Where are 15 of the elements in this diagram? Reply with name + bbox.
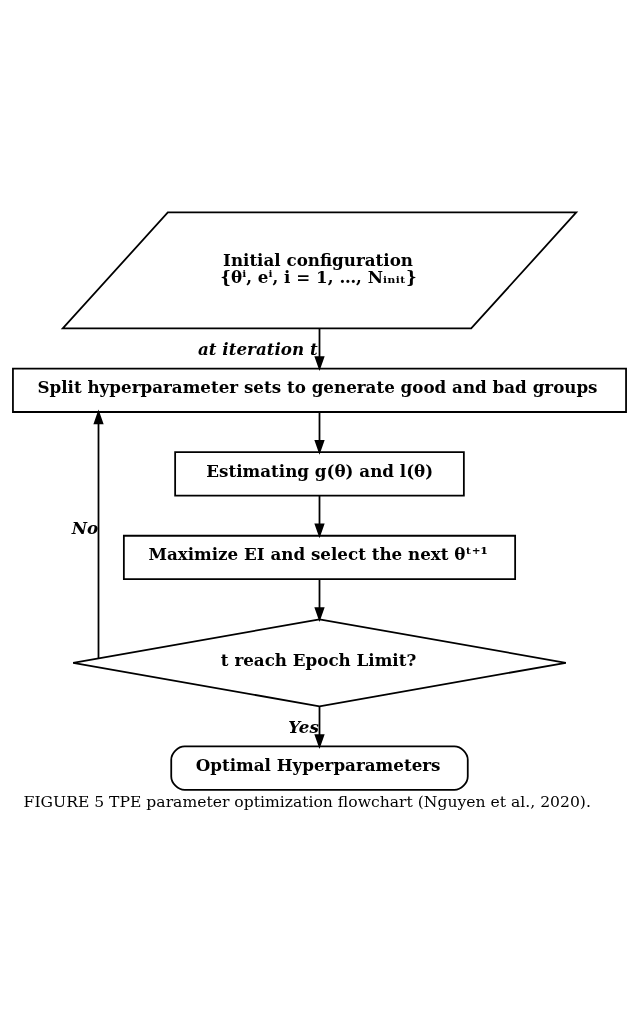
arrow [314, 577, 325, 622]
edge-label: Yes [288, 716, 319, 737]
node-box: Split hyperparameter sets to generate good and bad groups [12, 367, 627, 413]
node-box: Maximize EI and select the next θᵗ⁺¹ [122, 534, 517, 580]
arrow [314, 327, 325, 371]
edge-label: No [71, 517, 99, 538]
caption: FIGURE 5 TPE parameter optimization flowchart (Nguyen et al., 2020). [23, 792, 591, 811]
arrow [314, 494, 325, 538]
node-box: Estimating g(θ) and l(θ) [174, 450, 465, 496]
arrow [314, 705, 325, 749]
edge-label: at iteration t [197, 338, 318, 359]
arrow [314, 410, 325, 455]
arrow [93, 409, 104, 659]
node-box: Optimal Hyperparameters [170, 745, 469, 791]
node-diamond: t reach Epoch Limit? [72, 617, 567, 707]
